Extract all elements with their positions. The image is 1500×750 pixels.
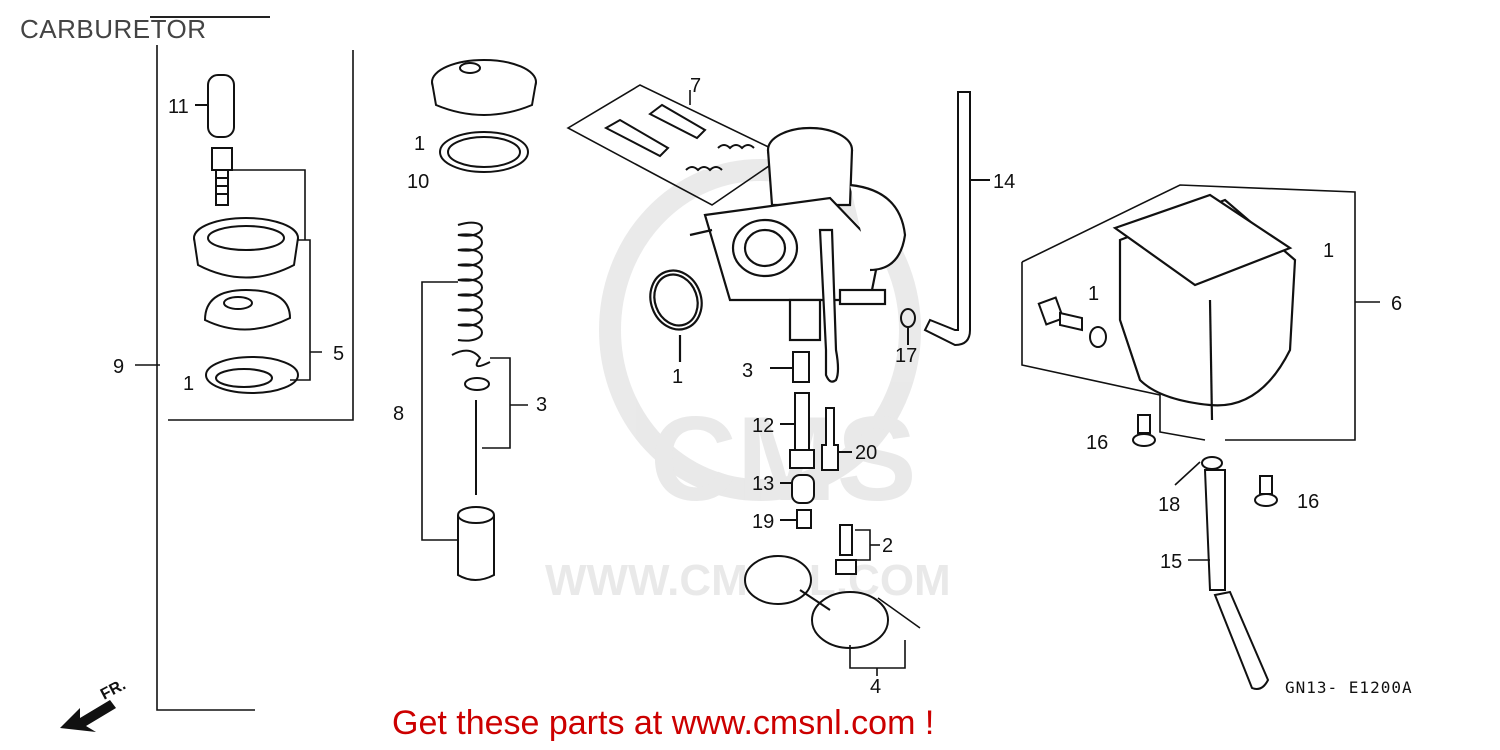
callout-3: 3 (536, 394, 547, 416)
clip-17 (900, 308, 916, 345)
throttle-valve (457, 506, 495, 581)
top-cap-gasket (439, 131, 529, 173)
float-valve (835, 524, 880, 575)
diagram-code: GN13- E1200A (1285, 678, 1413, 697)
callout-13: 13 (752, 473, 774, 495)
callout-9: 9 (113, 356, 124, 378)
callout-8: 8 (393, 403, 404, 425)
bracket-8 (421, 281, 458, 541)
callout-19: 19 (752, 511, 774, 533)
o-ring (649, 269, 703, 362)
gasket-upper-left (205, 356, 299, 394)
callout-3: 3 (742, 360, 753, 382)
overflow-tube (923, 91, 990, 347)
callouts: 11 9 1 5 1 10 8 3 7 1 3 12 20 13 19 2 4 … (113, 75, 1402, 698)
callout-2: 2 (882, 535, 893, 557)
callout-18: 18 (1158, 494, 1180, 516)
callout-15: 15 (1160, 551, 1182, 573)
direction-label: FR. (98, 676, 129, 703)
float-bowl-bracket (1021, 184, 1380, 441)
pilot-screw (603, 103, 755, 172)
callout-4: 4 (870, 676, 881, 698)
bolt-16-left (1132, 414, 1156, 447)
footer-cta-link[interactable]: Get these parts at www.cmsnl.com ! (392, 704, 935, 742)
top-cover (203, 288, 292, 331)
callout-1: 1 (1323, 240, 1334, 262)
kit-group-9 (135, 45, 354, 711)
callout-1: 1 (672, 366, 683, 388)
callout-1: 1 (183, 373, 194, 395)
callout-5: 5 (333, 343, 344, 365)
front-direction-marker: FR. (60, 676, 129, 732)
bracket-5 (232, 169, 322, 381)
callout-7: 7 (690, 75, 701, 97)
carb-top-cap (431, 59, 537, 116)
bracket-3-left (482, 357, 528, 449)
diagram-title: CARBURETOR (20, 14, 207, 44)
float-bowl (1112, 193, 1297, 421)
callout-20: 20 (855, 442, 877, 464)
callout-16: 16 (1297, 491, 1319, 513)
jet-stack (770, 351, 852, 529)
callout-1: 1 (1088, 283, 1099, 305)
callout-17: 17 (895, 345, 917, 367)
callout-1: 1 (414, 133, 425, 155)
callout-10: 10 (407, 171, 429, 193)
callout-14: 14 (993, 171, 1015, 193)
part-11-cap (195, 74, 235, 138)
callout-12: 12 (752, 415, 774, 437)
needle-clip (451, 349, 491, 391)
ring-nut (193, 217, 299, 279)
throttle-spring (457, 221, 483, 342)
drain-tube-15 (1188, 469, 1270, 690)
bolt-16-right (1254, 475, 1278, 507)
watermark-logo-text: CMS (650, 392, 917, 526)
carburetor-body (689, 126, 907, 383)
watermark: CMS WWW.CMSNL.COM (545, 159, 951, 605)
float-assembly (744, 555, 921, 676)
adjuster-bolt (211, 147, 233, 206)
drain-screw (1037, 296, 1107, 348)
callout-16: 16 (1086, 432, 1108, 454)
callout-6: 6 (1391, 293, 1402, 315)
title-rule (150, 16, 270, 18)
callout-11: 11 (168, 96, 189, 118)
